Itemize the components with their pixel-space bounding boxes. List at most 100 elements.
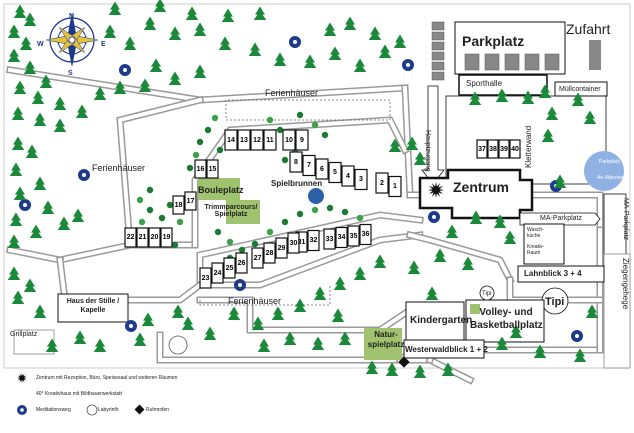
house-number-mid-4: 4: [346, 172, 350, 180]
tree-6: [39, 74, 53, 88]
grillplatz-label: Grillplatz: [10, 331, 38, 338]
tree-41: [11, 136, 25, 150]
compass-e-label: E: [101, 41, 106, 48]
house-number-diag-2: 33: [325, 235, 334, 243]
tree-67: [445, 224, 459, 238]
muellcontainer-label: Müllcontainer: [559, 86, 601, 93]
house-right-3: [509, 139, 521, 159]
house-number-right-1: 38: [489, 145, 497, 153]
deciduous-tree-7: [276, 126, 284, 134]
house-bottom-0: [199, 267, 212, 289]
hauptzugang-label: Hauptzugang: [424, 130, 431, 172]
tree-76: [271, 306, 285, 320]
house-diag-2: [323, 228, 336, 250]
ferienhaeuser-top-label: Ferienhäuser: [265, 88, 319, 98]
house-number-top-4: 10: [285, 136, 293, 144]
deciduous-tree-16: [146, 206, 154, 214]
meditation-marker-dot-6: [432, 215, 436, 219]
tree-34: [393, 34, 407, 48]
house-lower-1: [136, 227, 149, 248]
tree-95: [11, 290, 25, 304]
tree-86: [385, 362, 399, 376]
compass-s-label: S: [68, 70, 73, 77]
path-inner-4: [117, 97, 203, 248]
house-right-0: [476, 139, 488, 159]
house-top-0: [224, 129, 238, 151]
parking-slot-row-4: [544, 53, 560, 71]
house-number-diag-4: 35: [349, 232, 358, 240]
parkplatz-right-label: Parkplatz: [599, 159, 620, 165]
house-number-diag-3: 34: [337, 234, 346, 241]
tree-60: [545, 106, 559, 120]
tree-42: [25, 144, 39, 158]
parkplatz-label: Parkplatz: [462, 33, 525, 49]
deciduous-tree-19: [146, 186, 154, 194]
deciduous-tree-33: [356, 214, 364, 222]
house-number-mid-0: 8: [294, 158, 298, 166]
kreativraum-label: Kreativ-Raum: [527, 244, 545, 256]
kindergarten-label: Kindergarten: [410, 315, 473, 326]
house-number-top-1: 13: [240, 136, 248, 144]
tree-48: [29, 224, 43, 238]
deciduous-tree-18: [138, 218, 146, 226]
house-lower-2: [148, 227, 161, 248]
house-diag-5: [359, 223, 372, 246]
tree-10: [11, 106, 25, 120]
house-top-2: [250, 129, 264, 151]
house-number-bottom-6: 29: [277, 244, 286, 252]
parking-slot-left-2: [431, 41, 445, 51]
deciduous-tree-15: [136, 196, 144, 204]
tree-1: [23, 12, 37, 26]
tree-92: [573, 348, 587, 362]
volleyball-label: Volley- und Basketballplatz: [470, 307, 543, 331]
meditation-marker-dot-0: [293, 40, 297, 44]
tree-38: [153, 0, 167, 12]
sporthalle-label: Sporthalle: [466, 79, 503, 88]
tree-52: [405, 136, 419, 150]
tree-28: [328, 46, 342, 60]
tree-43: [9, 162, 23, 176]
tree-62: [583, 110, 597, 124]
deciduous-tree-20: [166, 201, 174, 209]
tree-63: [553, 174, 567, 188]
waschkueche-label: Wasch-küche: [527, 227, 544, 239]
ziegengehege-box: [603, 253, 631, 369]
spielbrunnen-pool: [308, 188, 324, 204]
tree-17: [168, 71, 182, 85]
westerwaldblick-label: Westerwaldblick 1 + 2: [405, 345, 488, 354]
tree-87: [413, 364, 427, 378]
tree-22: [168, 26, 182, 40]
deciduous-tree-31: [326, 204, 334, 212]
tree-33: [378, 44, 392, 58]
tree-53: [413, 151, 427, 165]
house-number-diag-5: 36: [361, 231, 370, 238]
tree-56: [495, 88, 509, 102]
zentrum-label: Zentrum: [453, 179, 509, 195]
house-number-mid-5: 3: [359, 176, 363, 183]
deciduous-tree-2: [196, 138, 204, 146]
house-bottom-4: [251, 247, 264, 269]
legend-zentrum-star-icon: [17, 373, 27, 383]
ruhmofen-diamond: [398, 356, 410, 368]
deciduous-tree-24: [226, 238, 234, 246]
house-number-right-2: 39: [500, 145, 508, 153]
deciduous-tree-1: [204, 126, 212, 134]
house-number-bottom-1: 24: [213, 269, 222, 277]
deciduous-tree-32: [341, 208, 349, 216]
house-left-2: [172, 195, 185, 215]
tree-55: [468, 91, 482, 105]
kletterwand-label: Kletterwand: [524, 125, 533, 168]
house-mid-4: [341, 165, 355, 187]
legend-ruhmofen: Ruhmofen: [146, 407, 170, 413]
legend: Zentrum mit Rezeption, Büro, Speisesaal …: [0, 368, 634, 433]
house-left-0: [194, 159, 207, 179]
meditation-marker-dot-9: [406, 63, 410, 67]
tree-8: [31, 90, 45, 104]
path-inner-3: [7, 247, 63, 263]
tree-15: [113, 80, 127, 94]
tree-59: [541, 128, 555, 142]
house-number-bottom-5: 28: [265, 249, 274, 257]
tree-78: [227, 306, 241, 320]
house-number-bottom-2: 25: [225, 264, 234, 272]
